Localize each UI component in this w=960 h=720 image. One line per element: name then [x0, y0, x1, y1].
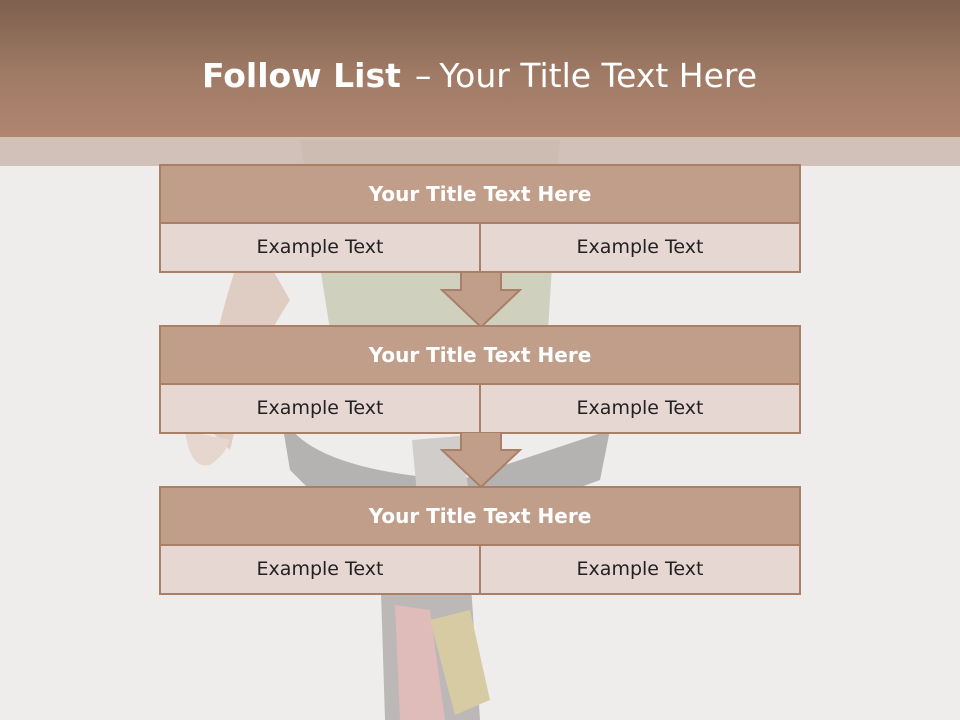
slide-title-dash: – — [414, 56, 432, 95]
down-arrow-icon — [440, 432, 522, 488]
step-cell-left: Example Text — [161, 546, 479, 593]
step-cell-left: Example Text — [161, 224, 479, 271]
slide-title: Follow List–Your Title Text Here — [202, 52, 757, 100]
slide-title-rest: Your Title Text Here — [439, 56, 758, 95]
step-box-1: Your Title Text Here Example Text Exampl… — [159, 164, 801, 273]
step-cell-left: Example Text — [161, 385, 479, 432]
step-title: Your Title Text Here — [159, 325, 801, 385]
title-bar — [0, 0, 960, 137]
step-row: Example Text Example Text — [159, 546, 801, 595]
slide-title-bold: Follow List — [202, 56, 401, 95]
step-cell-right: Example Text — [479, 546, 799, 593]
title-bar-underband — [0, 137, 960, 166]
step-cell-right: Example Text — [479, 385, 799, 432]
step-cell-right: Example Text — [479, 224, 799, 271]
step-title: Your Title Text Here — [159, 486, 801, 546]
step-row: Example Text Example Text — [159, 224, 801, 273]
step-box-3: Your Title Text Here Example Text Exampl… — [159, 486, 801, 595]
step-title: Your Title Text Here — [159, 164, 801, 224]
down-arrow-icon — [440, 272, 522, 328]
step-row: Example Text Example Text — [159, 385, 801, 434]
step-box-2: Your Title Text Here Example Text Exampl… — [159, 325, 801, 434]
